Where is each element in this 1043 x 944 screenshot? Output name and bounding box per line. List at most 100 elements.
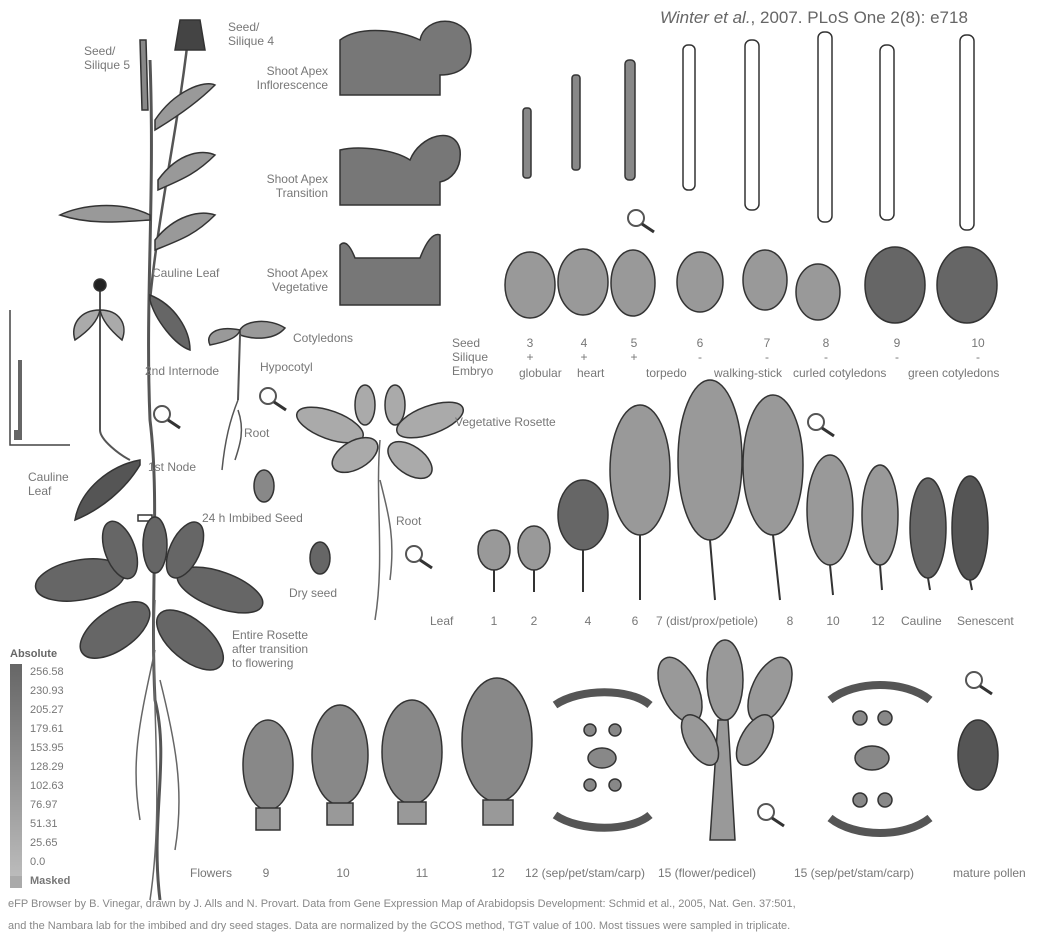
- apex-inflorescence[interactable]: [340, 21, 471, 95]
- footer-line-1: eFP Browser by B. Vinegar, drawn by J. A…: [8, 898, 796, 910]
- silique-4[interactable]: [572, 75, 580, 170]
- small-plant-leaf-l[interactable]: [74, 310, 100, 340]
- color-legend: Absolute 256.58 230.93 205.27 179.61 153…: [8, 648, 78, 892]
- leaf-2[interactable]: [518, 526, 550, 570]
- silique-5[interactable]: [625, 60, 635, 180]
- magnifier-icon[interactable]: [962, 668, 996, 698]
- imbibed-seed[interactable]: [254, 470, 274, 502]
- leaf-label-1: 1: [484, 614, 504, 628]
- silique-3[interactable]: [523, 108, 531, 178]
- label-cauline-leaf-upper: Cauline Leaf: [152, 266, 219, 280]
- leaf-6[interactable]: [610, 405, 670, 535]
- leaf-7[interactable]: [678, 380, 742, 540]
- seed-6[interactable]: [677, 252, 723, 312]
- legend-title: Absolute: [10, 648, 57, 660]
- leaf-label-6: 6: [625, 614, 645, 628]
- seed-5[interactable]: [611, 250, 655, 316]
- magnifier-icon[interactable]: [754, 800, 788, 830]
- seed-3[interactable]: [505, 252, 555, 318]
- cauline-leaf-upper[interactable]: [150, 295, 190, 350]
- seedling-cotyledons[interactable]: [209, 321, 285, 345]
- seed-num-8: 8: [814, 336, 838, 350]
- legend-tick: 25.65: [30, 837, 58, 849]
- seed-row-titles: Seed Silique Embryo: [452, 336, 493, 378]
- seed-4[interactable]: [558, 249, 608, 315]
- seed-7[interactable]: [743, 250, 787, 310]
- leaf-10[interactable]: [807, 455, 853, 565]
- silique-mark-8: -: [814, 350, 838, 364]
- leaf-8[interactable]: [743, 395, 803, 535]
- legend-masked-swatch: [10, 876, 22, 888]
- flower-label-10: 10: [333, 866, 353, 880]
- flower-9[interactable]: [243, 720, 293, 810]
- citation: Winter et al., 2007. PLoS One 2(8): e718: [660, 8, 968, 28]
- legend-tick: 128.29: [30, 761, 64, 773]
- leaf-12[interactable]: [862, 465, 898, 565]
- magnifier-icon[interactable]: [256, 384, 290, 414]
- seed-8[interactable]: [796, 264, 840, 320]
- flower-row-title: Flowers: [190, 866, 232, 880]
- flower-15-parts[interactable]: [830, 685, 930, 833]
- flower-12[interactable]: [462, 678, 532, 802]
- leaf-label-cauline: Cauline: [901, 614, 942, 628]
- flower-label-9: 9: [256, 866, 276, 880]
- dry-seed[interactable]: [310, 542, 330, 574]
- stem-leaf-upper-3[interactable]: [60, 206, 150, 222]
- label-seedling-root: Root: [244, 426, 269, 440]
- flower-11[interactable]: [382, 700, 442, 804]
- label-imbibed-seed: 24 h Imbibed Seed: [202, 511, 303, 525]
- legend-tick: 51.31: [30, 818, 58, 830]
- label-seed-silique-5: Seed/ Silique 5: [84, 44, 130, 72]
- legend-tick: 76.97: [30, 799, 58, 811]
- cauline-leaf-lower[interactable]: [75, 460, 140, 520]
- apex-transition[interactable]: [340, 136, 460, 205]
- small-plant-leaf-r[interactable]: [100, 310, 124, 340]
- mature-pollen[interactable]: [958, 720, 998, 790]
- histogram: [10, 310, 70, 445]
- silique-8[interactable]: [818, 32, 832, 222]
- label-cauline-leaf-lower: Cauline Leaf: [28, 470, 69, 498]
- silique-mark-6: -: [688, 350, 712, 364]
- magnifier-icon[interactable]: [150, 402, 184, 432]
- silique-mark-10: -: [966, 350, 990, 364]
- small-plant-bud[interactable]: [94, 279, 106, 291]
- flower-label-11: 11: [412, 866, 432, 880]
- leaf-row: [478, 380, 988, 600]
- leaf-1[interactable]: [478, 530, 510, 570]
- seedling-hypocotyl[interactable]: [238, 335, 240, 400]
- leaf-4[interactable]: [558, 480, 608, 550]
- magnifier-icon[interactable]: [624, 206, 658, 236]
- flower-row: [243, 640, 998, 840]
- vegetative-rosette[interactable]: [292, 385, 467, 486]
- magnifier-icon[interactable]: [804, 410, 838, 440]
- flower-12-parts[interactable]: [555, 692, 650, 828]
- seed-row-title-embryo: Embryo: [452, 364, 493, 378]
- embryo-walking-stick: walking-stick: [714, 366, 782, 380]
- leaf-senescent[interactable]: [952, 476, 988, 580]
- leaf-label-4: 4: [578, 614, 598, 628]
- seedling-root[interactable]: [222, 400, 241, 470]
- seed-silique-5[interactable]: [140, 40, 148, 110]
- silique-7[interactable]: [745, 40, 759, 210]
- apex-vegetative[interactable]: [340, 235, 440, 305]
- stem-leaf-upper-2[interactable]: [158, 153, 215, 190]
- magnifier-icon[interactable]: [402, 542, 436, 572]
- legend-tick: 230.93: [30, 685, 64, 697]
- silique-6[interactable]: [683, 45, 695, 190]
- seed-num-7: 7: [755, 336, 779, 350]
- label-apex-vegetative: Shoot Apex Vegetative: [236, 266, 328, 294]
- legend-tick: 179.61: [30, 723, 64, 735]
- silique-9[interactable]: [880, 45, 894, 220]
- label-seed-silique-4: Seed/ Silique 4: [228, 20, 274, 48]
- label-vegetative-rosette: Vegetative Rosette: [455, 415, 556, 429]
- seed-9[interactable]: [865, 247, 925, 323]
- stem-leaf-upper-4[interactable]: [155, 213, 215, 250]
- seed-silique-4[interactable]: [175, 20, 205, 50]
- leaf-cauline[interactable]: [910, 478, 946, 578]
- vegetative-root[interactable]: [375, 440, 392, 620]
- seed-10[interactable]: [937, 247, 997, 323]
- silique-10[interactable]: [960, 35, 974, 230]
- seed-num-9: 9: [885, 336, 909, 350]
- stem-leaf-upper-1[interactable]: [155, 84, 215, 130]
- flower-10[interactable]: [312, 705, 368, 805]
